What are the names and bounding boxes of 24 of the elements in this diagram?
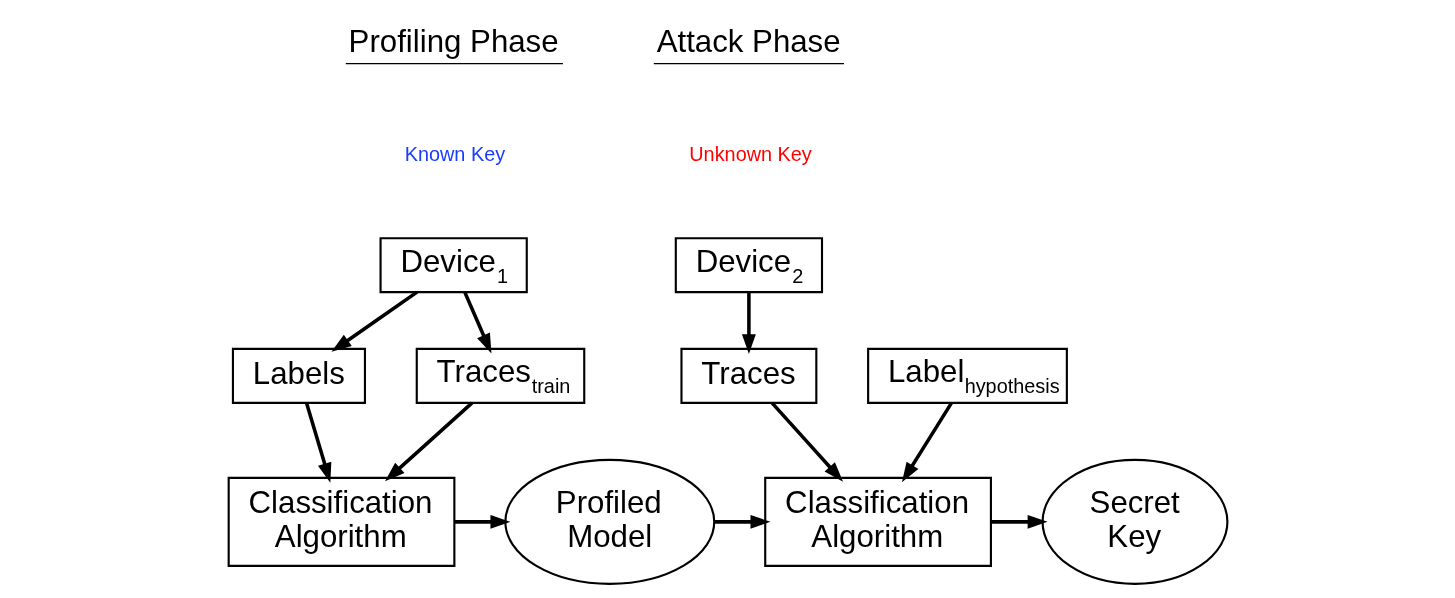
- label: Attack Phase: [656, 23, 841, 59]
- arrow: [454, 514, 510, 529]
- node-box: Label$_{hypothesis}$: [866, 347, 1068, 404]
- node-ellipse: Secret Key: [1041, 458, 1228, 585]
- label: Profiling Phase: [348, 23, 559, 59]
- arrow: [384, 401, 473, 482]
- node-box: Classification Algorithm: [227, 476, 455, 567]
- node-box: Classification Algorithm: [763, 476, 992, 567]
- node-box: Traces: [679, 347, 817, 404]
- arrow: [714, 514, 770, 529]
- label: Known Key: [404, 143, 505, 166]
- arrow: [330, 290, 418, 352]
- arrow: [304, 402, 331, 483]
- arrow: [770, 401, 843, 482]
- arrow: [741, 292, 756, 355]
- arrow: [462, 291, 491, 354]
- node-ellipse: Profiled Model: [503, 458, 715, 585]
- label: Unknown Key: [688, 143, 812, 166]
- node-box: Device$_{1}$: [379, 237, 528, 294]
- arrow: [901, 401, 953, 483]
- arrow: [990, 514, 1048, 529]
- node-box: Device$_{2}$: [674, 237, 823, 294]
- node-box: Traces$_{train}$: [415, 347, 585, 404]
- node-box: Labels: [231, 347, 366, 404]
